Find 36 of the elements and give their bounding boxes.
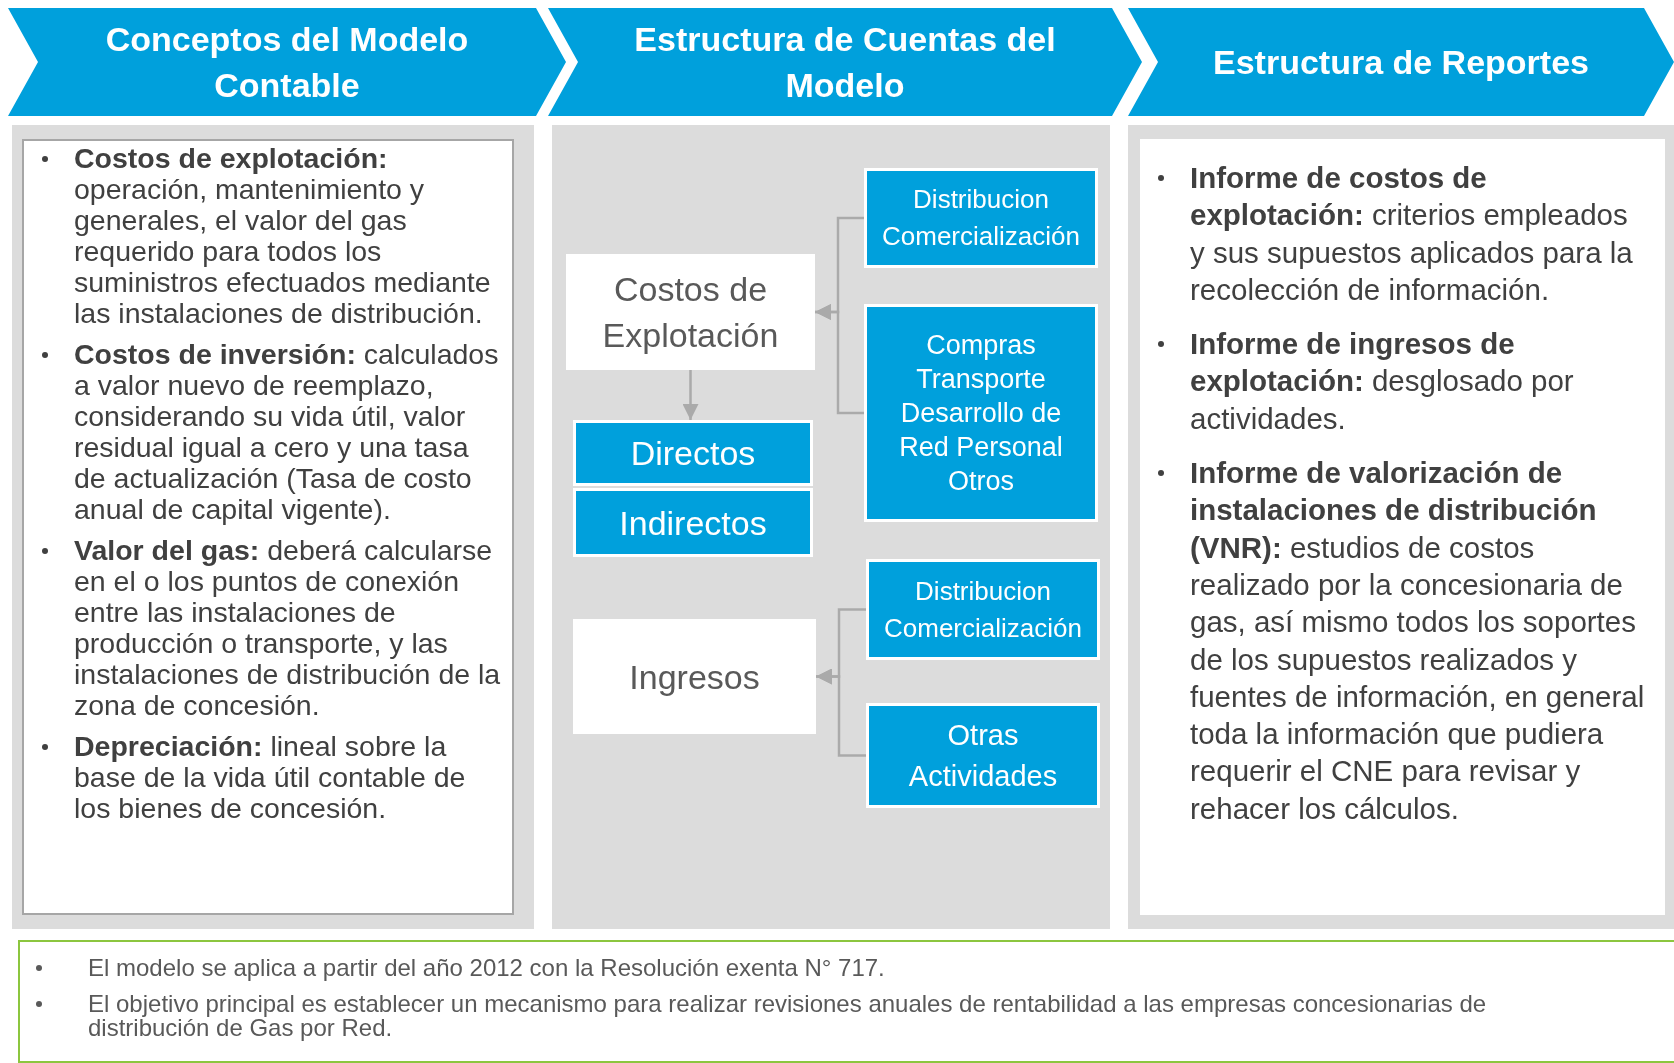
account-box (573, 488, 813, 557)
header-text: Estructura de Reportes (1213, 42, 1589, 83)
header-banner (8, 8, 566, 116)
account-box (864, 168, 1098, 268)
content-panel (552, 125, 1110, 929)
box-label: Compras Transporte Desarrollo de Red Personal Otros (898, 329, 1064, 498)
connector-arrow (682, 370, 699, 420)
category-box (573, 619, 816, 734)
bullet-text: Informe de ingresos de explotación: desglosado por actividades. (1190, 326, 1575, 437)
header-text: Conceptos del Modelo Contable (104, 19, 470, 106)
bullet-text: Depreciación: lineal sobre la base de la vida útil contable de los bienes de concesión. (74, 731, 467, 824)
account-box (864, 304, 1098, 522)
connector-arrow (815, 304, 864, 415)
account-box (866, 559, 1100, 660)
box-label: Costos de Explotación (601, 269, 780, 356)
bullet-text: Informe de valorización de instalaciones de distribución (VNR): estudios de costos realizado por la concesionaria de gas, así mismo todos los soportes de los supuestos realizados y fuentes de información, en general toda la información que pudiera requerir el CNE para revisar y rehacer los cálculos. (1190, 455, 1645, 827)
box-label: Distribucion Comercialización (881, 183, 1081, 253)
box-label: Ingresos (629, 656, 760, 697)
connector-arrow (816, 668, 866, 757)
box-label: Directos (630, 433, 756, 473)
bullet-text: Valor del gas: deberá calcularse en el o los puntos de conexión entre las instalaciones de producción o transporte, y las instalaciones de distribución de la zona de concesión. (74, 535, 502, 721)
account-box (573, 420, 813, 486)
category-box (566, 254, 815, 370)
note-text: El modelo se aplica a partir del año 2012 con la Resolución exenta N° 717. (88, 956, 886, 980)
box-label: Distribucion Comercialización (883, 574, 1083, 645)
bullet-text: Costos de inversión: calculados a valor nuevo de reemplazo, considerando su vida útil, valor residual igual a cero y una tasa de actualización (Tasa de costo anual de capital vigente). (74, 339, 500, 525)
bullet-text: Costos de explotación: operación, mantenimiento y generales, el valor del gas requerido para todos los suministros efectuados mediante las instalaciones de distribución. (74, 143, 492, 329)
bullet-text: Informe de costos de explotación: criterios empleados y sus supuestos aplicados para la recolección de información. (1190, 160, 1634, 308)
box-label: Indirectos (619, 502, 767, 543)
header-banner (1128, 8, 1674, 116)
header-banner (548, 8, 1142, 116)
header-text: Estructura de Cuentas del Modelo (633, 19, 1057, 106)
box-label: Otras Actividades (907, 717, 1059, 794)
account-box (866, 703, 1100, 808)
note-box (18, 940, 1674, 1063)
note-text: El objetivo principal es establecer un mecanismo para realizar revisiones anuales de rentabilidad a las empresas concesionarias de distribución de Gas por Red. (88, 992, 1488, 1040)
